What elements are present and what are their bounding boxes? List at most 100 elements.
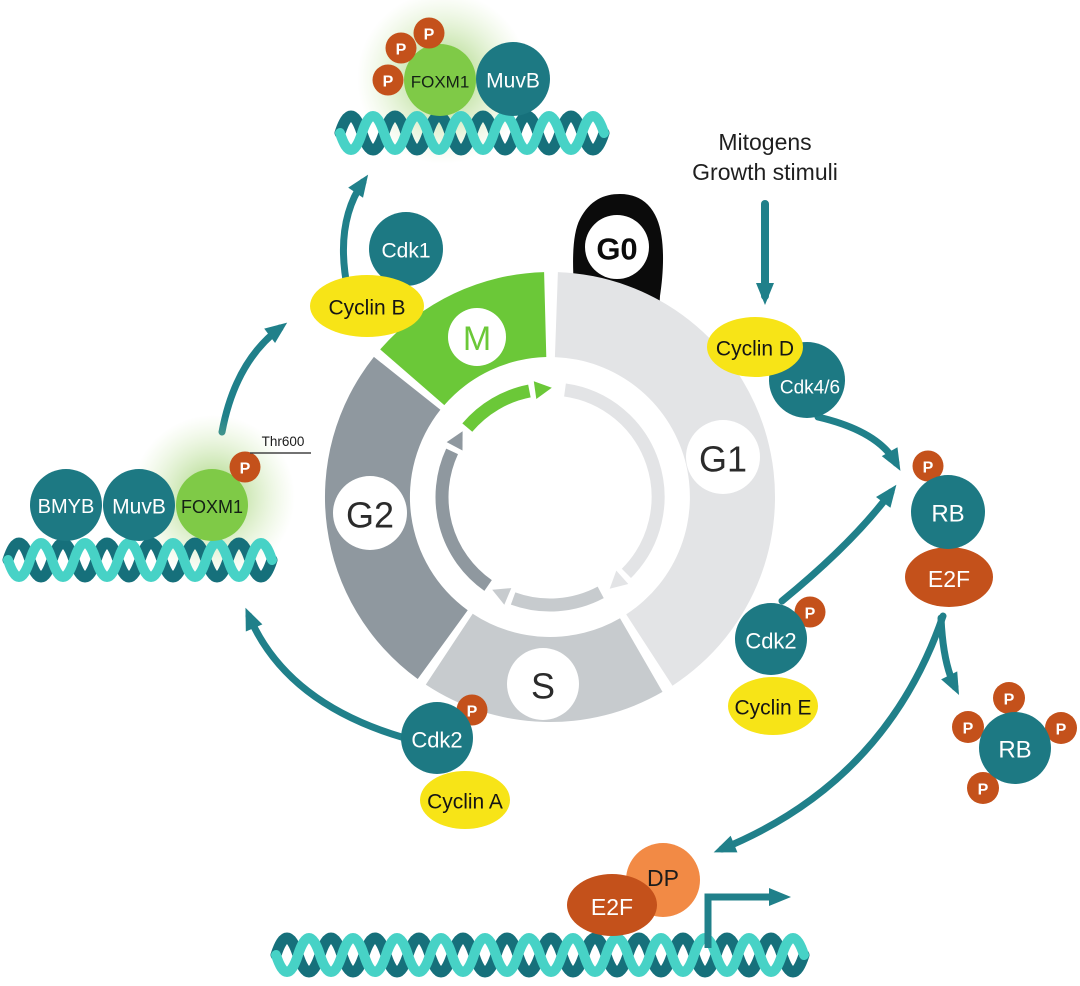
cdk1-node bbox=[369, 212, 443, 286]
phospho-badge bbox=[967, 772, 999, 804]
ring-arc-m bbox=[462, 384, 531, 432]
mitogens-line2: Growth stimuli bbox=[692, 159, 838, 185]
ring-arc-g1 bbox=[564, 383, 665, 578]
g1-label: G1 bbox=[699, 439, 747, 480]
phospho-badge bbox=[385, 32, 417, 64]
ring-arrowhead-s bbox=[492, 588, 512, 605]
foxm1-label: FOXM1 bbox=[181, 497, 243, 517]
s-label: S bbox=[531, 666, 555, 707]
ring-arrowhead-m bbox=[533, 381, 552, 399]
m-label: M bbox=[463, 320, 491, 358]
e2f-node bbox=[905, 547, 993, 607]
cdk2-cyclina-complex: P Cdk2 Cyclin A bbox=[401, 694, 510, 829]
phospho-label: P bbox=[396, 42, 407, 59]
ring-arrowhead-g2 bbox=[446, 431, 463, 451]
phospho-badge bbox=[993, 682, 1025, 714]
cell-cycle-wheel: G1 G2 S M bbox=[324, 272, 776, 723]
muvb-node bbox=[103, 469, 175, 541]
phase-labels: G1 G2 S M bbox=[333, 308, 760, 720]
cyclin-b-label: Cyclin B bbox=[328, 297, 405, 320]
phospho-badges-top: P P P bbox=[372, 17, 445, 96]
phospho-label: P bbox=[1056, 722, 1067, 739]
dp-label: DP bbox=[647, 865, 679, 891]
g2-label-circle bbox=[333, 476, 407, 550]
dna-helix-left bbox=[2, 537, 278, 583]
cdk2-node bbox=[401, 702, 473, 774]
s-label-circle bbox=[507, 648, 579, 720]
arrow-cdk2-cyclina-to-foxm1-complex bbox=[245, 607, 432, 748]
g0-label: G0 bbox=[596, 232, 637, 267]
muvb-label: MuvB bbox=[486, 70, 540, 93]
cyclin-d-node bbox=[707, 317, 803, 377]
cdk2-node bbox=[735, 603, 807, 675]
bmyb-node bbox=[30, 469, 102, 541]
mitogens-line1: Mitogens bbox=[718, 129, 811, 155]
cdk2-cycline-complex: P Cdk2 Cyclin E bbox=[728, 596, 826, 735]
dna-helix-top bbox=[334, 110, 610, 156]
hyperphosphorylated-rb: P P P P RB bbox=[952, 682, 1077, 804]
mitogens-label: Mitogens Growth stimuli bbox=[692, 129, 838, 185]
phospho-badge bbox=[229, 451, 261, 483]
cyclin-d-label: Cyclin D bbox=[716, 338, 794, 361]
cyclin-a-node bbox=[420, 771, 510, 829]
ring-arc-s bbox=[510, 586, 604, 612]
cdk46-label: Cdk4/6 bbox=[780, 378, 840, 399]
rb-label: RB bbox=[998, 737, 1031, 764]
e2f-label: E2F bbox=[928, 566, 970, 592]
phospho-label: P bbox=[805, 606, 816, 623]
ring-arrowhead-g1 bbox=[609, 570, 629, 589]
foxm1-node bbox=[176, 469, 248, 541]
phase-segment-g1 bbox=[554, 272, 776, 686]
arrow-foxm1-complex-to-cyclinb bbox=[218, 322, 288, 436]
rb-node bbox=[979, 712, 1051, 784]
left-bmyb-muvb-foxm1-complex: BMYB MuvB FOXM1 P Thr600 bbox=[2, 415, 311, 583]
dna-strand-light bbox=[3, 538, 277, 582]
e2f-node bbox=[567, 874, 657, 936]
arrow-cdk46-to-rb bbox=[814, 413, 901, 471]
phospho-badge bbox=[794, 596, 826, 628]
cyclin-e-node bbox=[728, 677, 818, 735]
phospho-badge bbox=[413, 17, 445, 49]
pathway-arrows bbox=[218, 174, 960, 853]
cdk2-label: Cdk2 bbox=[745, 629, 796, 654]
cyclin-e-label: Cyclin E bbox=[734, 697, 811, 720]
m-label-circle bbox=[448, 308, 506, 366]
phospho-badge bbox=[372, 64, 404, 96]
phospho-label: P bbox=[1004, 692, 1015, 709]
bmyb-label: BMYB bbox=[38, 496, 95, 518]
thr600-label: Thr600 bbox=[262, 434, 305, 449]
cdk2-label: Cdk2 bbox=[411, 728, 462, 753]
muvb-label: MuvB bbox=[112, 496, 166, 519]
g0-label-circle bbox=[585, 215, 649, 279]
arrow-cdk2-cycline-to-rb bbox=[778, 484, 897, 605]
phospho-badge bbox=[1045, 712, 1077, 744]
phospho-badge bbox=[952, 711, 984, 743]
phospho-label: P bbox=[963, 721, 974, 738]
foxm1-node bbox=[404, 44, 476, 116]
phospho-label: P bbox=[383, 74, 394, 91]
phospho-label: P bbox=[923, 460, 934, 477]
cyclind-cdk46-complex: Cyclin D Cdk4/6 bbox=[707, 317, 845, 418]
dna-strand-light bbox=[271, 933, 809, 977]
g1-label-circle bbox=[686, 420, 760, 494]
rb-label: RB bbox=[931, 501, 964, 528]
arrow-e2f-to-hyper-rb bbox=[937, 614, 960, 696]
ring-arc-g2 bbox=[435, 448, 492, 591]
phospho-label: P bbox=[978, 782, 989, 799]
transcription-start-arrow bbox=[704, 888, 791, 948]
g2-label: G2 bbox=[346, 495, 394, 536]
rb-node bbox=[911, 475, 985, 549]
dna-helix-bottom bbox=[270, 932, 810, 978]
phospho-badge bbox=[912, 450, 944, 482]
e2f-label: E2F bbox=[591, 894, 633, 920]
arrow-cyclinb-complex-to-foxm1-dna bbox=[340, 174, 369, 295]
rb-e2f-complex: P E2F RB bbox=[905, 450, 993, 607]
dna-strand-light bbox=[335, 111, 609, 155]
cycle-direction-ring bbox=[435, 381, 665, 612]
phospho-label: P bbox=[467, 704, 478, 721]
bottom-e2f-dp-complex: DP E2F bbox=[270, 843, 810, 978]
arrow-e2f-release-to-dp bbox=[713, 612, 947, 853]
top-foxm1-muvb-complex: FOXM1 MuvB P P P bbox=[334, 0, 610, 164]
cdk1-label: Cdk1 bbox=[381, 240, 430, 263]
